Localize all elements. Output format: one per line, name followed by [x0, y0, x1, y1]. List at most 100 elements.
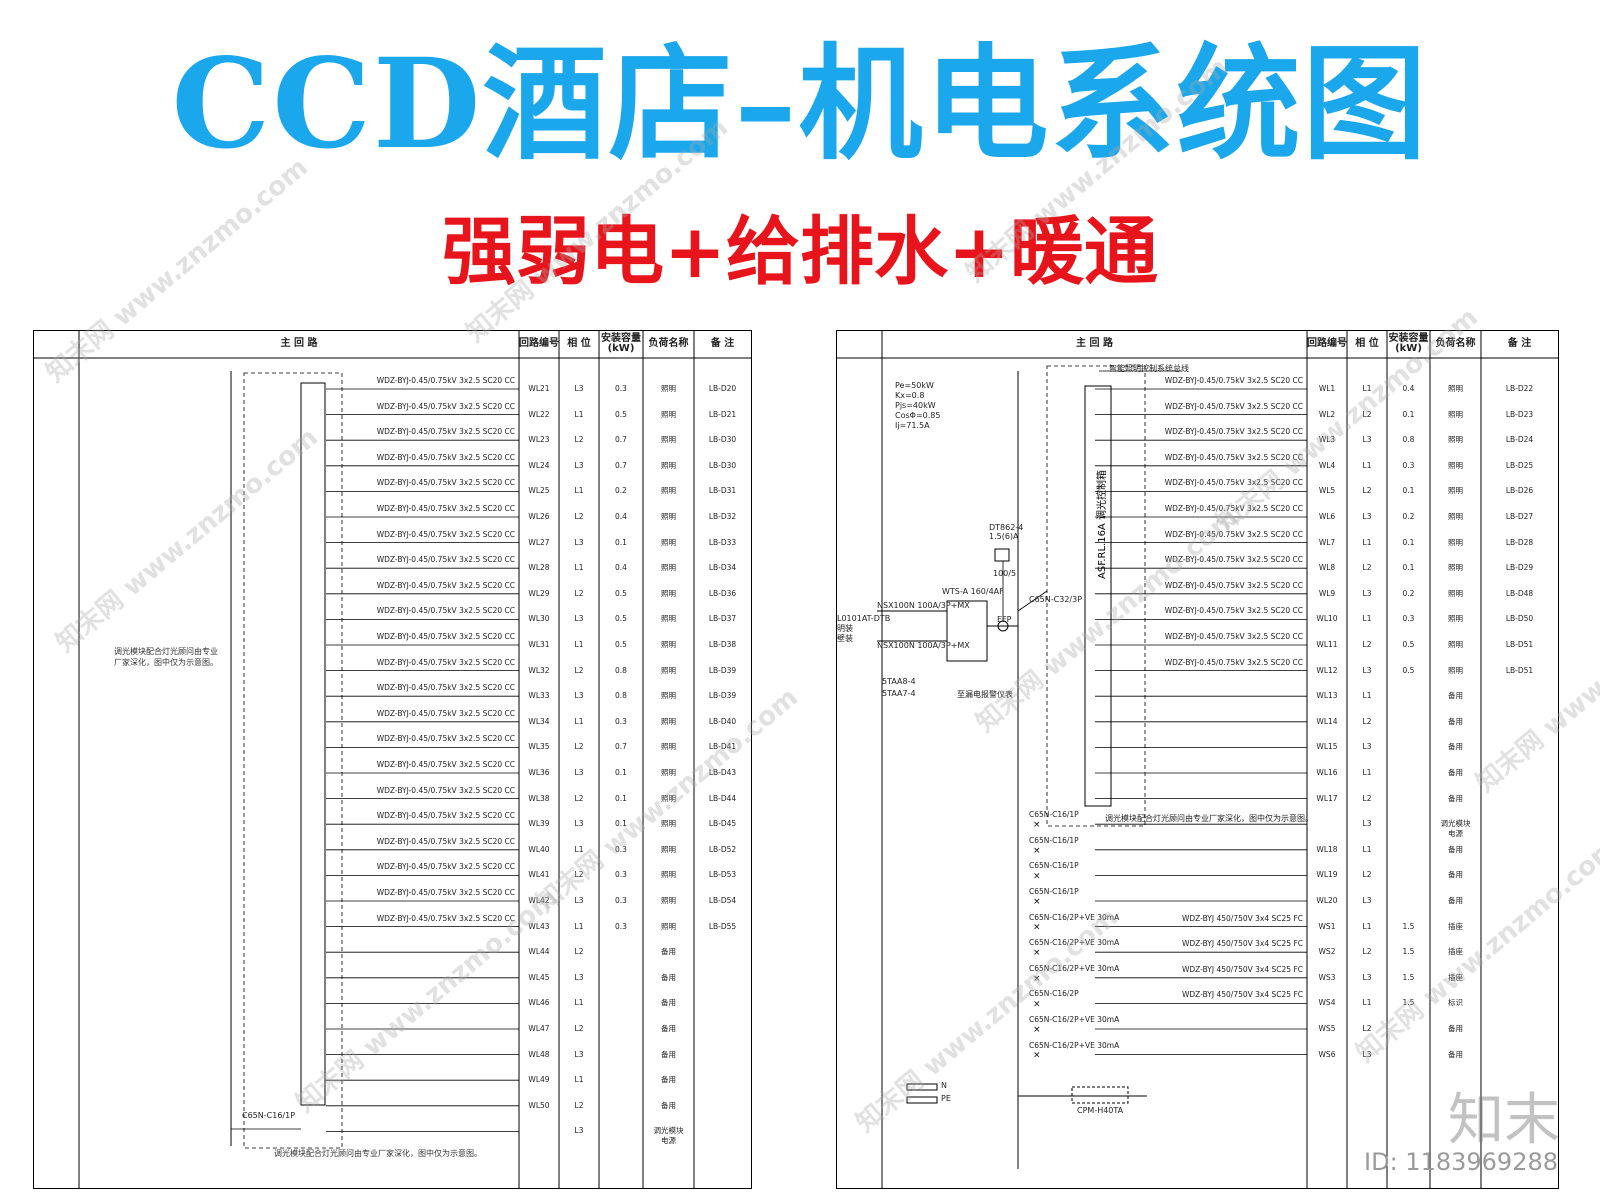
- circuit-no: WL47: [528, 1024, 550, 1033]
- remark: LB-D54: [708, 896, 737, 905]
- phase: L2: [574, 1024, 584, 1033]
- header-load-name: 负荷名称: [648, 338, 689, 349]
- circuit-no: WL8: [1318, 563, 1336, 573]
- phase: L3: [574, 537, 584, 547]
- load-name: 照明: [1448, 563, 1463, 573]
- phase: L2: [1362, 947, 1372, 957]
- cable-spec: WDZ-BYJ 450/750V 3x4 SC25 FC: [1181, 964, 1303, 974]
- side-note: 调光模块配合灯光顾问由专业 厂家深化，图中仅为示意图。: [114, 647, 218, 667]
- dimmer-box-label: ASF.RL.16A 调光控制箱: [1097, 470, 1108, 579]
- phase: L3: [1362, 972, 1372, 982]
- remark: LB-D27: [1505, 512, 1534, 521]
- breaker-symbol: ×: [1033, 1025, 1041, 1035]
- load-name: 照明: [661, 460, 676, 470]
- capacity: 0.3: [615, 896, 627, 905]
- load-name: 照明: [661, 768, 676, 777]
- load-name: 照明: [661, 409, 676, 419]
- load-name: 照明: [1448, 614, 1463, 624]
- remark: LB-D21: [708, 409, 737, 419]
- cable-spec: WDZ-BYJ-0.45/0.75kV 3x2.5 SC20 CC: [1164, 632, 1303, 641]
- capacity: 0.3: [615, 870, 627, 880]
- header-circuit-no: 回路编号: [519, 338, 559, 349]
- n-label: N: [941, 1081, 947, 1090]
- remark: LB-D22: [1505, 384, 1534, 393]
- cable-spec: WDZ-BYJ-0.45/0.75kV 3x2.5 SC20 CC: [1164, 504, 1303, 513]
- phase: L2: [1362, 793, 1372, 803]
- capacity: 0.5: [615, 614, 627, 624]
- circuit-no: WL44: [528, 947, 550, 957]
- remark: LB-D38: [708, 640, 737, 649]
- circuit-no: WL40: [528, 844, 550, 854]
- remark: LB-D45: [708, 819, 737, 829]
- load-name: 照明: [661, 435, 676, 445]
- load-name: 备用: [661, 1049, 676, 1059]
- circuit-no: WS6: [1318, 1049, 1336, 1059]
- capacity: 0.8: [1402, 435, 1415, 445]
- cable-spec: WDZ-BYJ-0.45/0.75kV 3x2.5 SC20 CC: [1164, 401, 1303, 411]
- capacity: 0.8: [615, 665, 627, 675]
- capacity: 0.8: [615, 691, 627, 701]
- phase: L2: [574, 435, 584, 445]
- phase: L3: [1362, 665, 1372, 675]
- cable-spec: WDZ-BYJ-0.45/0.75kV 3x2.5 SC20 CC: [1164, 555, 1303, 565]
- circuit-no: WL38: [528, 793, 550, 803]
- remark: LB-D36: [708, 588, 737, 598]
- circuit-no: WL31: [528, 640, 550, 649]
- phase: L3: [574, 614, 584, 624]
- capacity: 0.5: [615, 409, 627, 419]
- remark: LB-D53: [708, 870, 737, 880]
- cable-spec: WDZ-BYJ 450/750V 3x4 SC25 FC: [1181, 913, 1303, 923]
- page-subtitle: 强弱电+给排水+暖通: [441, 209, 1158, 295]
- circuit-no: WL32: [528, 665, 550, 675]
- phase: L1: [1362, 768, 1372, 777]
- circuit-no: WL17: [1316, 793, 1338, 803]
- breaker-label: C65N-C16/2P+VE 30mA: [1029, 938, 1120, 948]
- load-name: 备用: [661, 998, 676, 1008]
- circuit-no: WL28: [528, 563, 550, 573]
- circuit-no: WL26: [528, 512, 550, 521]
- load-name: 备用: [1448, 742, 1463, 752]
- bottom-note: 调光模块配合灯光顾问由专业厂家深化，图中仅为示意图。: [274, 1149, 482, 1158]
- phase: L3: [1362, 896, 1372, 905]
- load-name: 照明: [1448, 665, 1463, 675]
- circuit-no: WL13: [1316, 691, 1338, 701]
- breaker-symbol: ×: [1033, 846, 1041, 856]
- cable-spec: WDZ-BYJ-0.45/0.75kV 3x2.5 SC20 CC: [376, 734, 515, 744]
- remark: LB-D26: [1505, 486, 1534, 496]
- phase: L3: [574, 972, 584, 982]
- load-name: 照明: [1448, 640, 1463, 649]
- load-name: 照明: [661, 665, 676, 675]
- load-name: 备用: [661, 1075, 676, 1085]
- cable-spec: WDZ-BYJ-0.45/0.75kV 3x2.5 SC20 CC: [1164, 529, 1303, 539]
- load-name: 照明: [1448, 512, 1463, 521]
- cable-spec: WDZ-BYJ-0.45/0.75kV 3x2.5 SC20 CC: [376, 504, 515, 513]
- capacity: 0.1: [1402, 563, 1415, 573]
- remark: LB-D51: [1505, 665, 1534, 675]
- phase: L3: [574, 691, 584, 701]
- header-remark: 备 注: [1507, 338, 1532, 349]
- cable-spec: WDZ-BYJ-0.45/0.75kV 3x2.5 SC20 CC: [376, 376, 515, 385]
- circuit-no: WL39: [528, 819, 550, 829]
- circuit-no: WL21: [528, 384, 550, 393]
- phase: L1: [574, 716, 584, 726]
- remark: LB-D37: [708, 614, 737, 624]
- phase: L3: [1362, 512, 1372, 521]
- breaker-label: C65N-C16/2P+VE 30mA: [1029, 1015, 1120, 1024]
- cable-spec: WDZ-BYJ-0.45/0.75kV 3x2.5 SC20 CC: [376, 683, 515, 693]
- load-name: 照明: [661, 691, 676, 701]
- capacity: 0.5: [615, 588, 627, 598]
- phase: L3: [574, 819, 584, 829]
- remark: LB-D44: [708, 793, 737, 803]
- phase: L3: [574, 1126, 584, 1136]
- load-name: 照明: [661, 870, 676, 880]
- capacity: 0.2: [615, 486, 627, 496]
- phase: L3: [574, 1049, 584, 1059]
- load-name: 照明: [1448, 588, 1463, 598]
- phase: L2: [574, 793, 584, 803]
- cable-spec: WDZ-BYJ-0.45/0.75kV 3x2.5 SC20 CC: [1164, 427, 1303, 437]
- cable-spec: WDZ-BYJ-0.45/0.75kV 3x2.5 SC20 CC: [376, 452, 515, 462]
- capacity: 1.5: [1402, 921, 1415, 931]
- circuit-no: WL20: [1316, 896, 1338, 905]
- cable-spec: WDZ-BYJ-0.45/0.75kV 3x2.5 SC20 CC: [376, 632, 515, 641]
